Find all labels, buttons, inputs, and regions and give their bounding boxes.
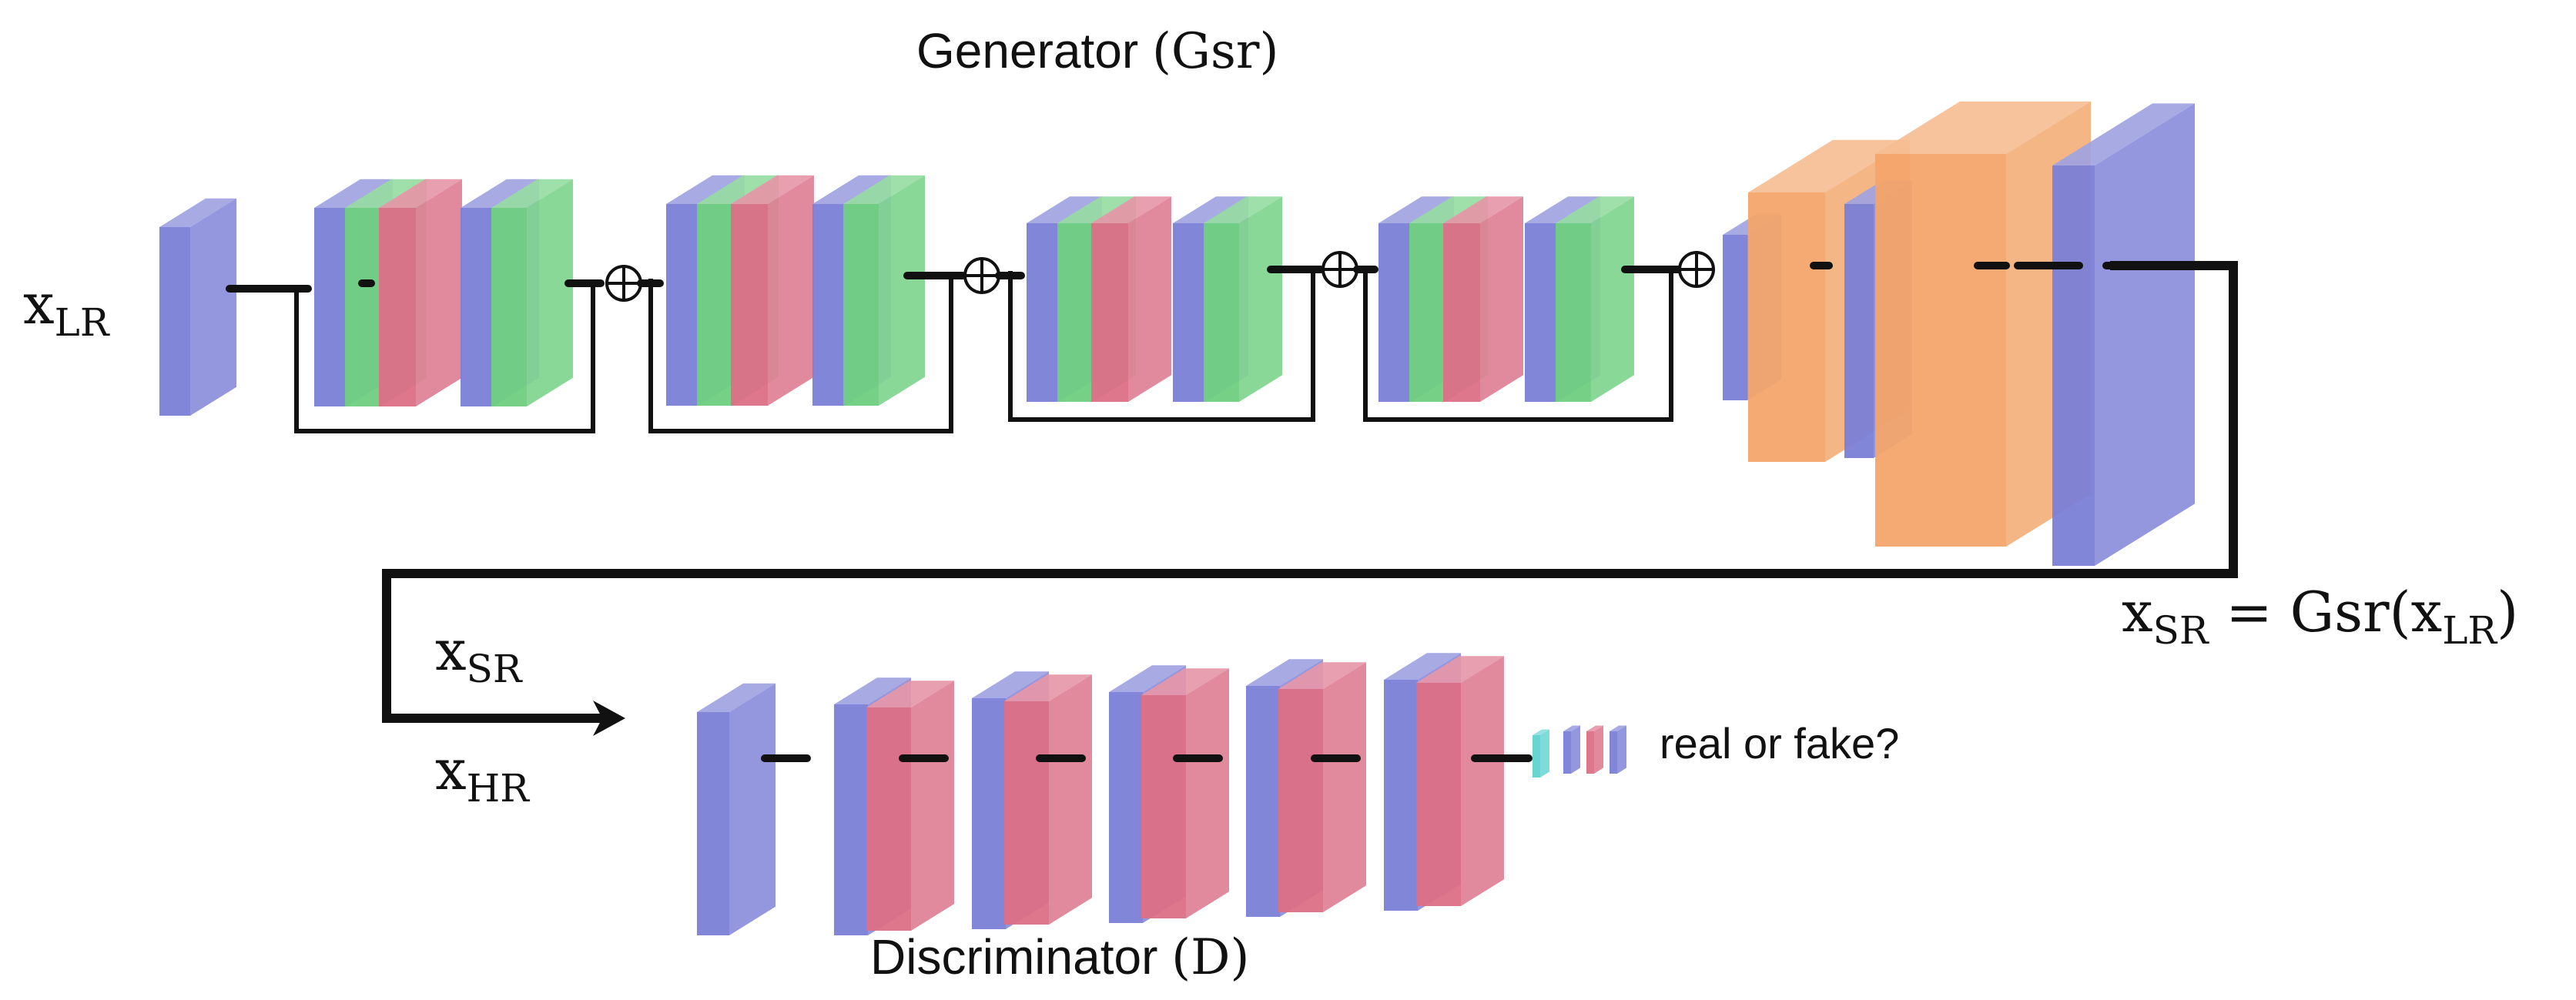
discriminator-output-layer-3	[1586, 725, 1603, 774]
generator-input-conv-layer	[159, 198, 236, 416]
residual-block-3-activation-layer	[1091, 196, 1171, 402]
discriminator-block-5-activation-layer	[1416, 656, 1504, 906]
discriminator-block-1-activation-layer	[866, 681, 954, 931]
residual-add-icon-1	[605, 265, 642, 302]
discriminator-block-2-activation-layer	[1004, 674, 1092, 925]
discriminator-output-layer-1	[1533, 729, 1549, 778]
discriminator-block-4-activation-layer	[1278, 662, 1366, 912]
discriminator-output-layer-2	[1563, 725, 1580, 774]
input-label-xlr: xLR	[23, 272, 110, 345]
output-equation: xSR = Gsr(xLR)	[2122, 580, 2518, 653]
layer-blocks	[159, 101, 2195, 935]
residual-add-icon-2	[963, 257, 1000, 294]
skip-connection-2	[648, 276, 953, 433]
discriminator-output-label: real or fake?	[1660, 719, 1899, 768]
skip-connection-1	[294, 285, 595, 433]
arrow-head-icon	[593, 701, 625, 736]
discriminator-block-3-activation-layer	[1141, 668, 1229, 918]
connectors	[226, 251, 2238, 762]
discriminator-title: Discriminator (D)	[870, 929, 1249, 986]
discriminator-input-conv-layer	[697, 683, 775, 935]
residual-block-2-batchnorm-layer-2	[843, 175, 925, 406]
residual-block-3-batchnorm-layer-2	[1204, 196, 1282, 402]
residual-add-icon-4	[1678, 251, 1715, 288]
residual-block-1-activation-layer	[379, 179, 462, 407]
residual-add-icon-3	[1321, 251, 1358, 288]
residual-block-4-batchnorm-layer-2	[1556, 196, 1634, 402]
generator-output-conv-layer	[2052, 103, 2195, 566]
residual-block-1-batchnorm-layer-2	[491, 179, 573, 407]
discriminator-output-layer-4	[1610, 725, 1626, 774]
skip-connection-3	[1008, 269, 1315, 422]
residual-block-4-activation-layer	[1443, 196, 1523, 402]
residual-block-2-activation-layer	[731, 175, 814, 406]
generator-title: Generator (Gsr)	[916, 23, 1278, 80]
input-label-xhr: xHR	[435, 737, 530, 811]
input-label-xsr: xSR	[435, 618, 523, 691]
generator-to-discriminator-path	[382, 261, 2238, 723]
skip-connection-4	[1363, 269, 1673, 422]
